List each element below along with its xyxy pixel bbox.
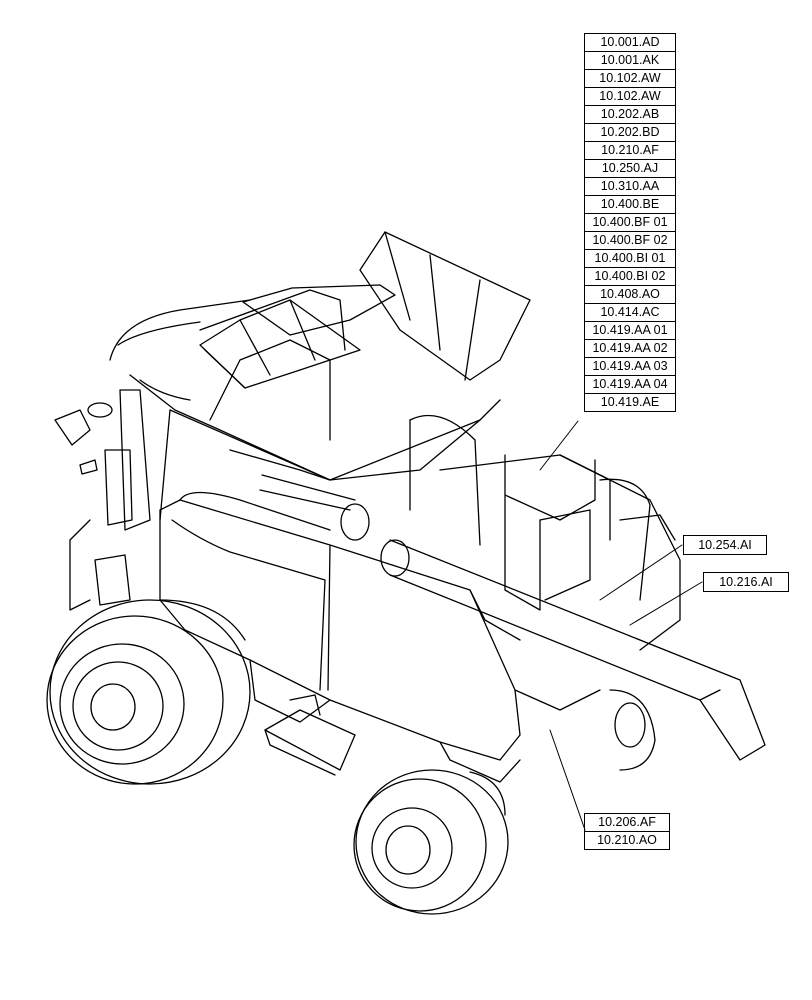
unloading-auger [380, 539, 766, 761]
ref-item[interactable]: 10.419.AA 02 [584, 339, 676, 358]
ref-item[interactable]: 10.202.BD [584, 123, 676, 142]
ref-item[interactable]: 10.250.AJ [584, 159, 676, 178]
ref-item[interactable]: 10.210.AF [584, 141, 676, 160]
callout-label[interactable]: 10.216.AI [703, 572, 789, 592]
step-platform [264, 694, 356, 776]
callout-label[interactable]: 10.206.AF [584, 813, 670, 832]
ref-item[interactable]: 10.400.BI 01 [584, 249, 676, 268]
rear-right-wheel [609, 689, 656, 771]
ref-item[interactable]: 10.400.BE [584, 195, 676, 214]
ref-item[interactable]: 10.400.BI 02 [584, 267, 676, 286]
ref-item[interactable]: 10.310.AA [584, 177, 676, 196]
leader-lines [539, 420, 703, 831]
tank-top-guard [109, 299, 501, 481]
ref-item[interactable]: 10.202.AB [584, 105, 676, 124]
ref-item[interactable]: 10.001.AK [584, 51, 676, 70]
ref-item[interactable]: 10.419.AA 01 [584, 321, 676, 340]
rear-wheel-large [46, 599, 251, 785]
front-wheel-small [353, 769, 509, 915]
callout-label[interactable]: 10.254.AI [683, 535, 767, 555]
callout-label[interactable]: 10.210.AO [584, 831, 670, 850]
tank-cover-panels [199, 231, 531, 389]
grain-tank [159, 289, 481, 521]
side-railings [409, 414, 676, 601]
ref-item[interactable]: 10.102.AW [584, 69, 676, 88]
reference-number-list: 10.001.AD 10.001.AK 10.102.AW 10.102.AW … [584, 33, 676, 412]
cab-area [54, 389, 151, 611]
ref-item[interactable]: 10.400.BF 01 [584, 213, 676, 232]
tank-duct [259, 474, 370, 541]
ref-item[interactable]: 10.102.AW [584, 87, 676, 106]
ref-item[interactable]: 10.400.BF 02 [584, 231, 676, 250]
ref-item[interactable]: 10.419.AA 03 [584, 357, 676, 376]
callout-stack: 10.206.AF 10.210.AO [584, 813, 670, 850]
engine-deck [439, 454, 681, 651]
body-side-panel [159, 491, 601, 783]
ref-item[interactable]: 10.408.AO [584, 285, 676, 304]
ref-item[interactable]: 10.414.AC [584, 303, 676, 322]
ref-item[interactable]: 10.419.AA 04 [584, 375, 676, 394]
ref-item[interactable]: 10.419.AE [584, 393, 676, 412]
ref-item[interactable]: 10.001.AD [584, 33, 676, 52]
